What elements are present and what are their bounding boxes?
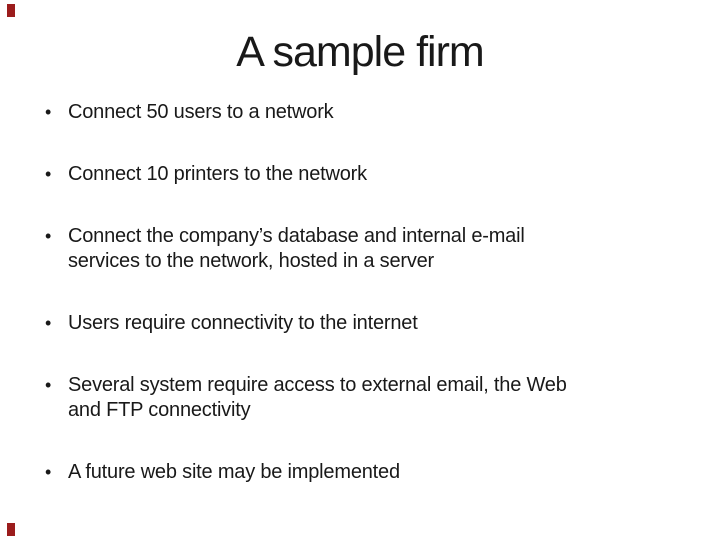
bullet-text: Users require connectivity to the intern… <box>68 311 418 336</box>
bullet-text: Connect 50 users to a network <box>68 100 334 125</box>
bullet-dot-icon: • <box>45 313 52 333</box>
bullet-text-line: services to the network, hosted in a ser… <box>68 250 435 272</box>
bullet-text-line: Connect 50 users to a network <box>68 101 334 123</box>
bullet-text-line: Connect the company’s database and inter… <box>68 225 525 247</box>
bullet-text-line: Users require connectivity to the intern… <box>68 312 418 334</box>
bullet-dot-icon: • <box>45 164 52 184</box>
bullet-dot-icon: • <box>45 226 52 246</box>
bullet-dot-icon: • <box>45 102 52 122</box>
bullet-text: Connect 10 printers to the network <box>68 162 367 187</box>
bullet-list: • Connect 50 users to a network • Connec… <box>45 100 700 522</box>
bullet-dot-icon: • <box>45 462 52 482</box>
bullet-item-5: • Several system require access to exter… <box>45 373 700 423</box>
bullet-item-3: • Connect the company’s database and int… <box>45 224 700 274</box>
corner-marker-bottom-left <box>7 523 15 536</box>
slide-title: A sample firm <box>236 28 484 76</box>
corner-marker-top-left <box>7 4 15 17</box>
bullet-text: Connect the company’s database and inter… <box>68 224 525 274</box>
bullet-item-6: • A future web site may be implemented <box>45 460 700 485</box>
bullet-dot-icon: • <box>45 375 52 395</box>
bullet-text-line: A future web site may be implemented <box>68 461 400 483</box>
bullet-text: Several system require access to externa… <box>68 373 567 423</box>
bullet-text-line: Several system require access to externa… <box>68 374 567 396</box>
bullet-text-line: and FTP connectivity <box>68 399 251 421</box>
bullet-item-1: • Connect 50 users to a network <box>45 100 700 125</box>
bullet-item-4: • Users require connectivity to the inte… <box>45 311 700 336</box>
bullet-item-2: • Connect 10 printers to the network <box>45 162 700 187</box>
bullet-text-line: Connect 10 printers to the network <box>68 163 367 185</box>
bullet-text: A future web site may be implemented <box>68 460 400 485</box>
